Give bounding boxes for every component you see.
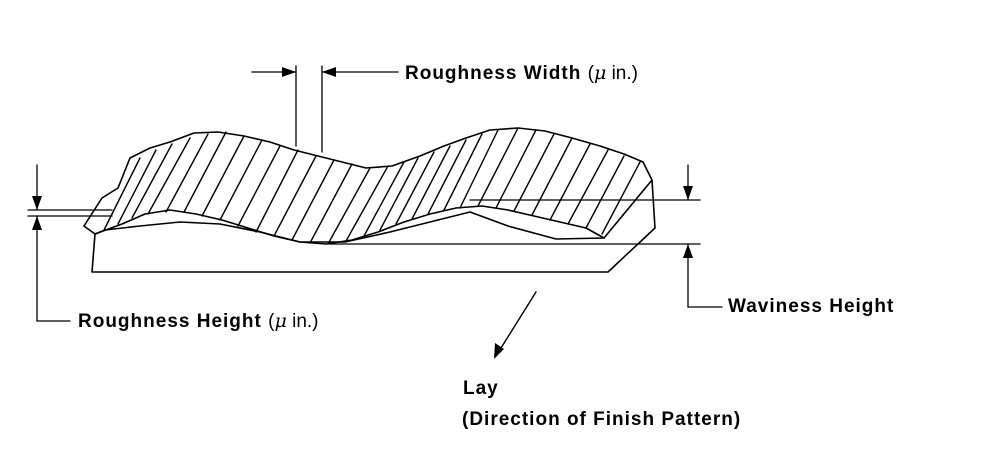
- roughness-width-label: Roughness Width (μ in.): [405, 62, 638, 85]
- lay-arrowhead: [494, 343, 504, 359]
- roughness-width-text: Roughness Width: [405, 63, 582, 84]
- lay-label: Lay: [463, 378, 499, 399]
- waviness-height-dimension: [329, 164, 723, 308]
- unit-inches: in.): [606, 63, 638, 84]
- lay-direction-arrow: [495, 291, 537, 357]
- arrowhead-left: [322, 67, 336, 77]
- roughness-height-text: Roughness Height: [78, 311, 262, 332]
- unit-open-paren: (: [587, 63, 594, 84]
- specimen-block: [91, 179, 656, 273]
- unit-inches: in.): [292, 311, 319, 332]
- arrowhead-down: [32, 196, 42, 210]
- arrowhead-up: [683, 244, 693, 258]
- roughness-width-dimension: [251, 65, 399, 153]
- lay-grooves: [103, 127, 641, 245]
- lay-description-label: (Direction of Finish Pattern): [462, 409, 742, 430]
- waviness-height-label: Waviness Height: [728, 296, 895, 317]
- roughness-height-unit: (μ in.): [268, 310, 319, 332]
- arrowhead-right: [282, 67, 296, 77]
- arrowhead-down: [683, 186, 693, 200]
- micro-symbol: μ: [593, 62, 607, 84]
- surface-top-profile: [83, 127, 653, 227]
- unit-open-paren: (: [268, 311, 275, 332]
- arrowhead-up: [32, 216, 42, 230]
- surface-front-profile: [83, 205, 605, 245]
- micro-symbol: μ: [274, 310, 287, 332]
- roughness-width-unit: (μ in.): [587, 62, 638, 84]
- roughness-height-label: Roughness Height (μ in.): [78, 310, 319, 333]
- roughness-height-dimension: [27, 164, 113, 322]
